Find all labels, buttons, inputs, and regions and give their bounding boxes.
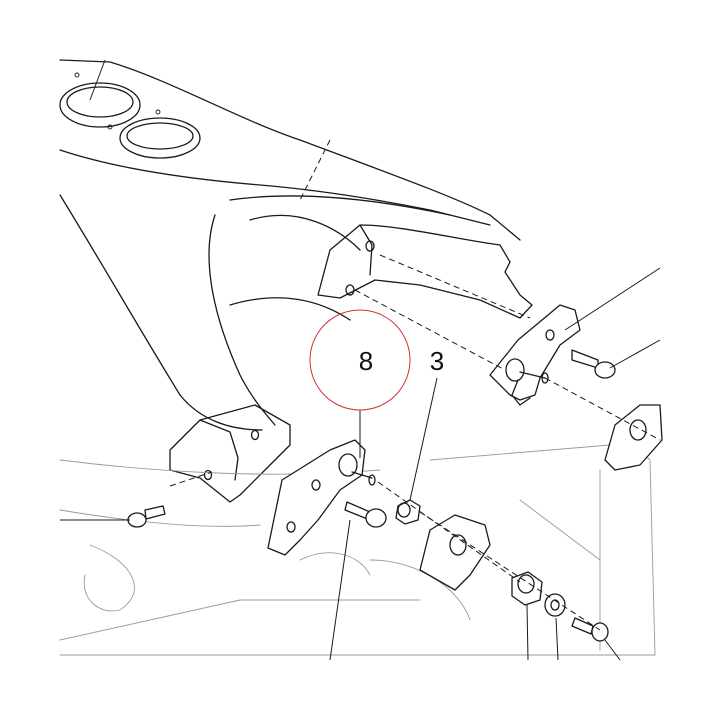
lower-right-screw xyxy=(571,617,609,642)
spacer-bushing xyxy=(395,499,421,525)
lower-left-screw xyxy=(127,505,166,528)
bracket-screw xyxy=(344,501,387,528)
callout-leaders xyxy=(89,59,661,661)
callout-8: 8 xyxy=(309,309,411,411)
fairing-lower-mount-boss xyxy=(169,404,291,503)
frame-clamp xyxy=(604,404,663,471)
lower-washer xyxy=(544,593,566,617)
tail-lamp-openings xyxy=(59,72,201,159)
fairing-upper-mount-boss xyxy=(317,224,533,319)
right-screw xyxy=(571,349,616,379)
assembly-center-lines xyxy=(60,139,661,631)
callout-number-3: 3 xyxy=(430,346,444,376)
left-mount-bracket xyxy=(267,439,376,556)
tail-fairing xyxy=(59,59,521,431)
right-mount-bracket xyxy=(489,304,581,406)
lower-bushing xyxy=(511,571,543,606)
callout-highlight-ring xyxy=(309,309,411,411)
callout-number-8: 8 xyxy=(359,346,373,376)
callout-3: 3 xyxy=(430,346,444,376)
frame-mount-tab xyxy=(419,514,491,591)
